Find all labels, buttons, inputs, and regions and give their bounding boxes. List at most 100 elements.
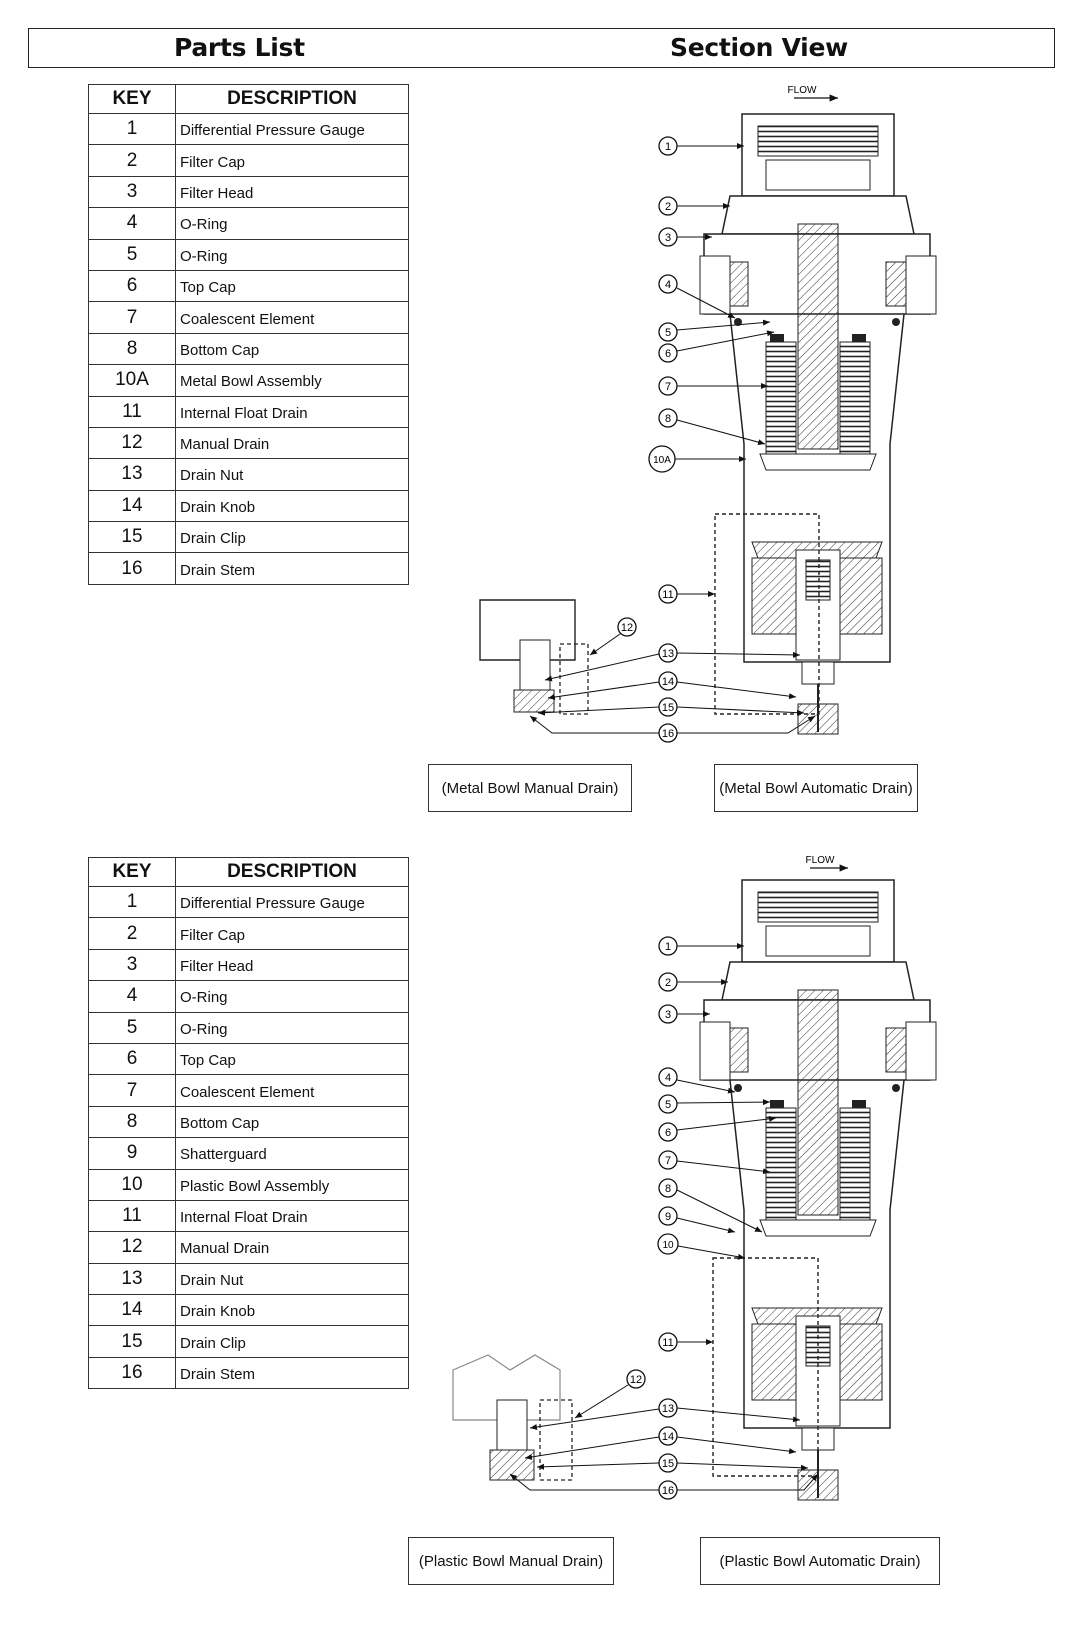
svg-text:14: 14: [662, 1431, 674, 1443]
svg-text:16: 16: [662, 1485, 674, 1497]
callout-12: 12: [574, 1369, 646, 1419]
svg-text:13: 13: [662, 648, 674, 660]
svg-text:15: 15: [662, 702, 674, 714]
callout-11: 11: [658, 584, 715, 604]
svg-text:10: 10: [662, 1240, 674, 1251]
svg-text:11: 11: [662, 589, 673, 601]
callout-5: 5: [658, 1094, 771, 1114]
row-description: Filter Head: [175, 175, 409, 209]
row-key: 6: [88, 1042, 176, 1076]
caption-metal-manual-drain: (Metal Bowl Manual Drain): [428, 764, 632, 812]
row-description: O-Ring: [175, 238, 409, 271]
row-key: 6: [88, 269, 176, 303]
callout-15: 15: [536, 1453, 809, 1473]
callout-15: 15: [537, 697, 805, 717]
callout-14: 14: [524, 1426, 797, 1460]
svg-text:14: 14: [662, 676, 674, 688]
callout-8: 8: [658, 1178, 763, 1233]
plastic-manual-drain-inset: [452, 1354, 573, 1481]
svg-text:3: 3: [665, 232, 671, 244]
caption-plastic-manual-drain: (Plastic Bowl Manual Drain): [408, 1537, 614, 1585]
row-description: Manual Drain: [175, 426, 409, 460]
svg-text:1: 1: [665, 141, 671, 153]
row-description: Bottom Cap: [175, 332, 409, 366]
svg-text:1: 1: [665, 941, 671, 953]
row-description: Top Cap: [175, 269, 409, 303]
svg-text:3: 3: [665, 1009, 671, 1021]
flow-label: FLOW: [788, 85, 817, 96]
callout-5: 5: [658, 319, 771, 342]
row-key: 4: [88, 980, 176, 1013]
metal-bowl-diagram: FLOW: [479, 85, 937, 735]
row-key: 15: [88, 1325, 176, 1358]
svg-text:11: 11: [662, 1337, 673, 1349]
row-description: Drain Nut: [175, 458, 409, 491]
row-description: Drain Clip: [175, 521, 409, 554]
metal-filter-body: [699, 113, 937, 735]
caption-plastic-automatic-drain: (Plastic Bowl Automatic Drain): [700, 1537, 940, 1585]
svg-text:6: 6: [665, 1127, 671, 1139]
callout-1: 1: [658, 936, 744, 956]
svg-text:15: 15: [662, 1458, 674, 1470]
automatic-drain-outline: [712, 1257, 819, 1477]
callout-9: 9: [658, 1206, 736, 1234]
plastic-callouts: 1 2 3 4 5 6 7 8 9 10 11 12 13 14 15 16: [509, 936, 819, 1500]
svg-text:9: 9: [665, 1211, 671, 1223]
row-key: 10A: [88, 364, 176, 397]
svg-text:2: 2: [665, 201, 671, 213]
row-key: 13: [88, 458, 176, 491]
row-description: Metal Bowl Assembly: [175, 364, 409, 397]
svg-text:4: 4: [665, 1072, 671, 1084]
callout-10: 10: [657, 1233, 746, 1260]
svg-text:16: 16: [662, 728, 674, 740]
row-key: 14: [88, 489, 176, 523]
callout-4: 4: [658, 274, 736, 319]
row-description: Drain Nut: [175, 1262, 409, 1296]
metal-callouts: 1 2 3 4 5 6 7 8 10A 11 12 13 14 15 16: [529, 136, 816, 743]
row-key: 3: [88, 175, 176, 209]
callout-2: 2: [658, 196, 730, 216]
row-key: 11: [88, 395, 176, 428]
row-description: Filter Head: [175, 948, 409, 982]
col-key-header: KEY: [88, 84, 176, 114]
callout-10a: 10A: [648, 445, 746, 473]
callout-6: 6: [658, 330, 775, 363]
row-key: 7: [88, 1074, 176, 1107]
row-description: Differential Pressure Gauge: [175, 885, 409, 919]
callout-3: 3: [658, 227, 712, 247]
automatic-drain-outline: [714, 513, 820, 715]
row-description: Internal Float Drain: [175, 1199, 409, 1233]
svg-text:6: 6: [665, 348, 671, 360]
row-key: 16: [88, 1356, 176, 1390]
row-description: O-Ring: [175, 1011, 409, 1044]
col-description-header: DESCRIPTION: [175, 84, 409, 114]
svg-text:13: 13: [662, 1403, 674, 1415]
row-description: Drain Clip: [175, 1325, 409, 1358]
svg-text:12: 12: [630, 1374, 642, 1386]
svg-text:5: 5: [665, 1099, 671, 1111]
row-key: 9: [88, 1137, 176, 1170]
svg-text:10A: 10A: [653, 455, 671, 466]
header-bar: Parts List Section View: [28, 28, 1055, 68]
callout-14: 14: [547, 671, 797, 700]
svg-text:7: 7: [665, 381, 671, 393]
